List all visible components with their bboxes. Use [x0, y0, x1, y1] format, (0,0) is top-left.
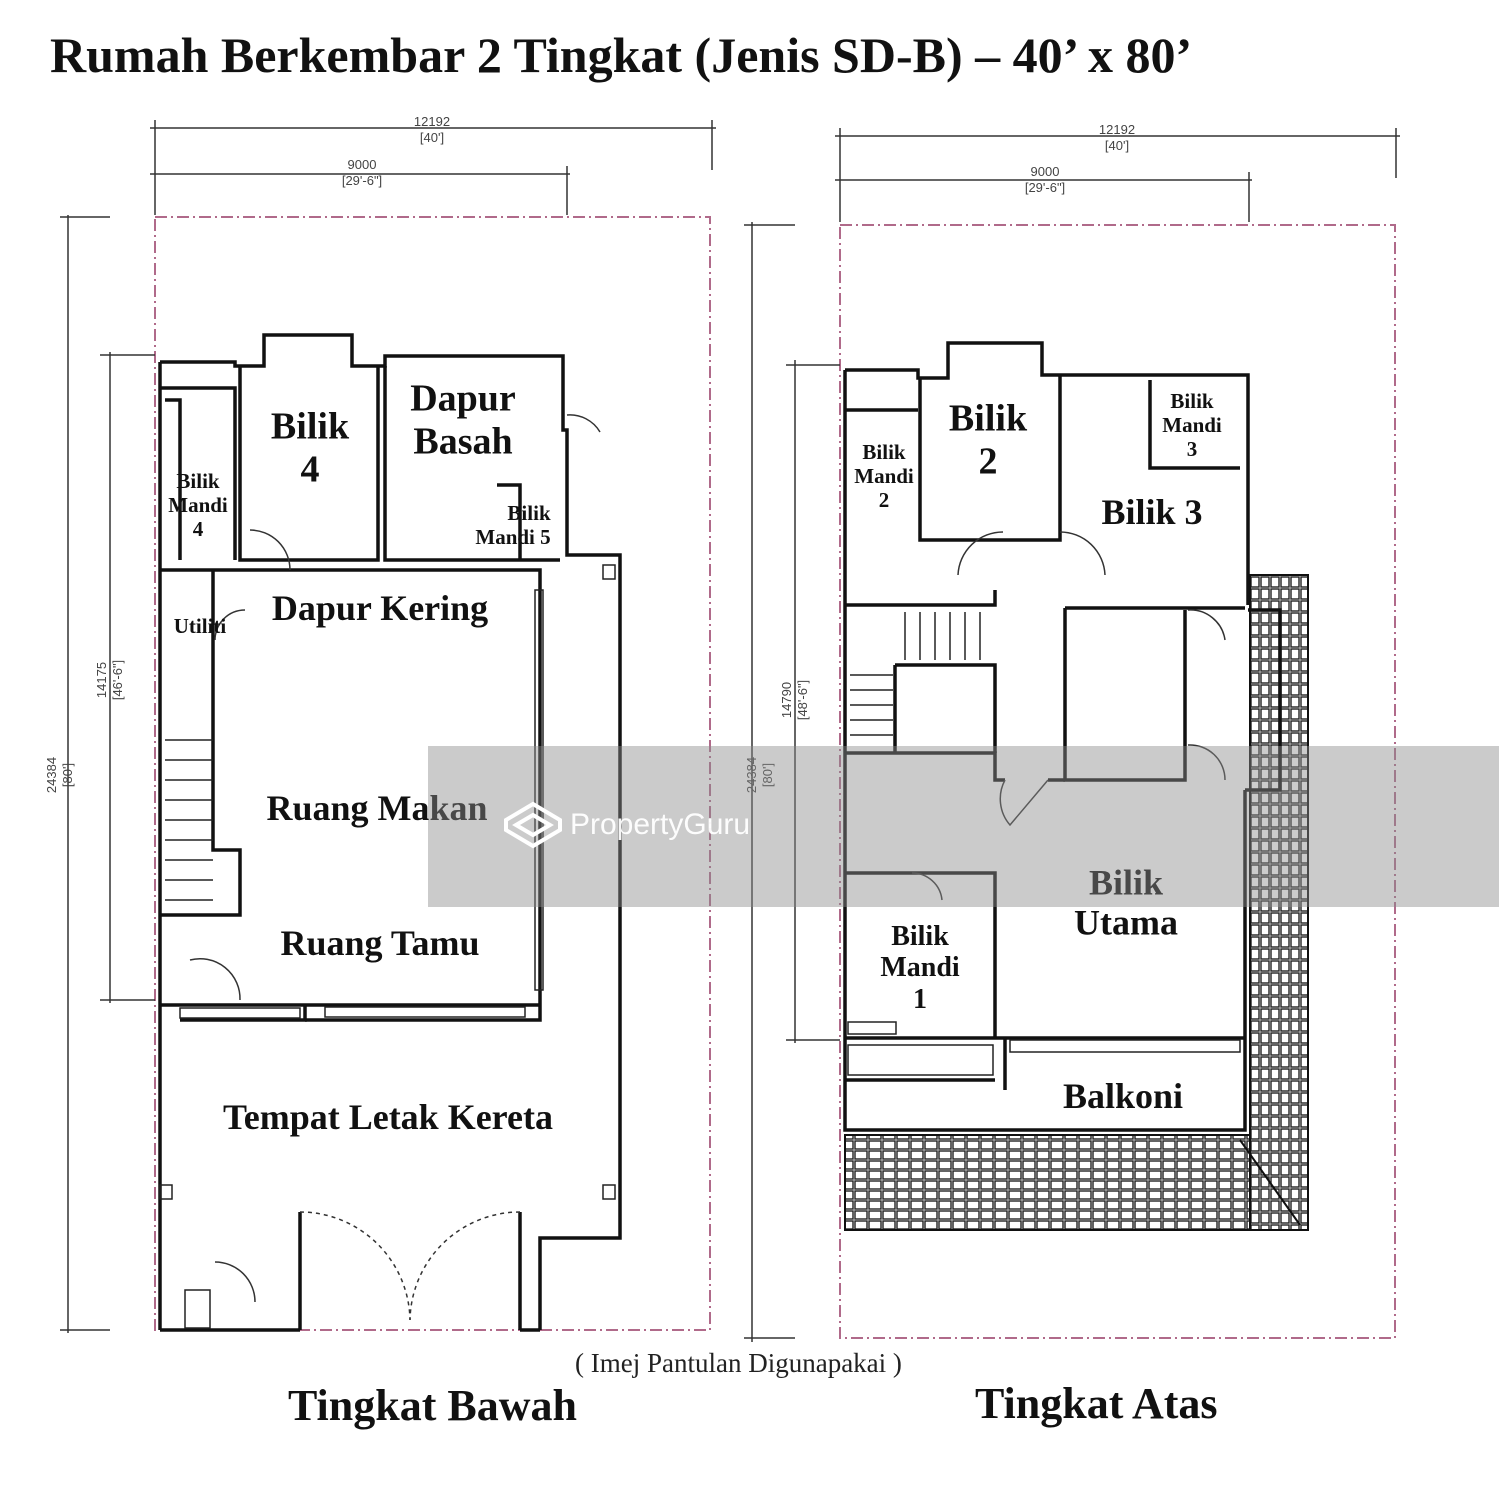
ground-inner-width-dim: 9000[29'-6"] [341, 156, 383, 188]
ground-floor-plan [60, 120, 716, 1333]
upper-width-dim: 12192[40'] [1098, 121, 1136, 153]
ground-width-dim: 12192[40'] [413, 113, 451, 145]
room-bilik-mandi-4: Bilik Mandi 4 [168, 468, 228, 542]
room-ruang-tamu: Ruang Tamu [280, 922, 480, 963]
mirror-image-note: ( Imej Pantulan Digunapakai ) [575, 1348, 902, 1378]
room-bilik-utama: Bilik Utama [1074, 862, 1178, 943]
upper-stair [850, 612, 981, 736]
room-ruang-makan: Ruang Makan [266, 787, 488, 828]
room-bilik-2: Bilik 2 [948, 397, 1028, 482]
ground-doors [189, 414, 601, 1321]
watermark-text: PropertyGuru [570, 808, 751, 841]
room-dapur-basah: Dapur Basah [410, 377, 516, 462]
room-bilik-3: Bilik 3 [1101, 491, 1203, 532]
ground-house-depth-dim: 14175[46'-6"] [93, 659, 125, 701]
ground-walls [158, 333, 622, 1332]
ground-floor-label: Tingkat Bawah [288, 1381, 577, 1430]
room-tempat-letak-kereta: Tempat Letak Kereta [223, 1096, 553, 1137]
upper-windows [847, 1021, 1241, 1076]
room-balkoni: Balkoni [1062, 1075, 1184, 1116]
watermark-band [428, 746, 1499, 907]
room-dapur-kering: Dapur Kering [271, 587, 489, 628]
ground-lot-boundary [154, 216, 711, 1331]
room-bilik-mandi-3: Bilik Mandi 3 [1162, 388, 1222, 462]
upper-inner-width-dim: 9000[29'-6"] [1024, 163, 1066, 195]
room-bilik-mandi-5: Bilik Mandi 5 [475, 500, 551, 549]
upper-walls [843, 341, 1282, 1132]
upper-lot-boundary [839, 224, 1396, 1339]
upper-floor-plan [744, 128, 1400, 1342]
propertyguru-logo-icon [504, 801, 562, 849]
ground-dimension-lines [60, 120, 716, 1333]
room-bilik-mandi-2: Bilik Mandi 2 [854, 439, 914, 513]
room-bilik-mandi-1: Bilik Mandi 1 [880, 920, 960, 1015]
room-utiliti: Utiliti [173, 613, 227, 638]
room-bilik-4: Bilik 4 [270, 405, 350, 490]
upper-doors [911, 531, 1226, 901]
upper-floor-label: Tingkat Atas [975, 1379, 1218, 1428]
ground-stair [165, 739, 213, 901]
upper-house-depth-dim: 14790[48'-6"] [778, 679, 810, 721]
ground-windows [159, 564, 616, 1329]
upper-dimension-lines [744, 128, 1400, 1342]
page-title: Rumah Berkembar 2 Tingkat (Jenis SD-B) –… [50, 27, 1193, 83]
ground-depth-dim: 24384[80'] [43, 756, 75, 794]
roof-tiles-bottom [844, 1134, 1301, 1231]
